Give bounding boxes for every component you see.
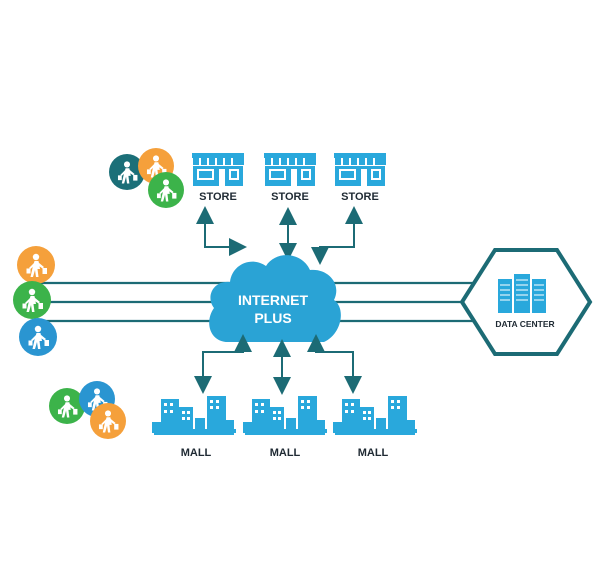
arrow-icon	[307, 334, 362, 394]
store-icon	[334, 153, 386, 186]
arrow-icon	[311, 206, 363, 265]
store-arrows	[196, 206, 363, 265]
arrow-icon	[194, 334, 252, 394]
store-0: STORE	[192, 153, 244, 203]
store-2: STORE	[334, 153, 386, 203]
mall-label: MALL	[358, 447, 389, 459]
data-center: DATA CENTER	[459, 248, 593, 356]
mall-0: MALL	[152, 396, 236, 459]
store-1: STORE	[264, 153, 316, 203]
store-label: STORE	[199, 191, 237, 203]
shopper-group-bottom	[49, 381, 126, 439]
data-center-label: DATA CENTER	[495, 319, 554, 329]
mall-label: MALL	[270, 447, 301, 459]
shopper-icon	[19, 318, 57, 356]
shopper-icon	[49, 388, 85, 424]
shopper-icon	[148, 172, 184, 208]
shopper-icon	[90, 403, 126, 439]
mall-1: MALL	[243, 396, 327, 459]
arrow-icon	[196, 206, 247, 256]
store-label: STORE	[341, 191, 379, 203]
cloud-icon: INTERNET PLUS	[209, 255, 341, 342]
store-icon	[192, 153, 244, 186]
store-icon	[264, 153, 316, 186]
mall-label: MALL	[181, 447, 212, 459]
store-label: STORE	[271, 191, 309, 203]
cloud-label-line1: INTERNET	[238, 292, 308, 308]
shopper-icon	[17, 246, 55, 284]
mall-2: MALL	[333, 396, 417, 459]
shopper-icon	[109, 154, 145, 190]
mall-icon	[243, 396, 327, 435]
server-icon	[498, 274, 546, 313]
shopper-group-left	[13, 246, 57, 356]
shopper-icon	[13, 281, 51, 319]
mall-icon	[333, 396, 417, 435]
shopper-group-top	[109, 148, 184, 208]
cloud-label-line2: PLUS	[254, 310, 291, 326]
mall-arrows	[194, 334, 362, 395]
mall-icon	[152, 396, 236, 435]
